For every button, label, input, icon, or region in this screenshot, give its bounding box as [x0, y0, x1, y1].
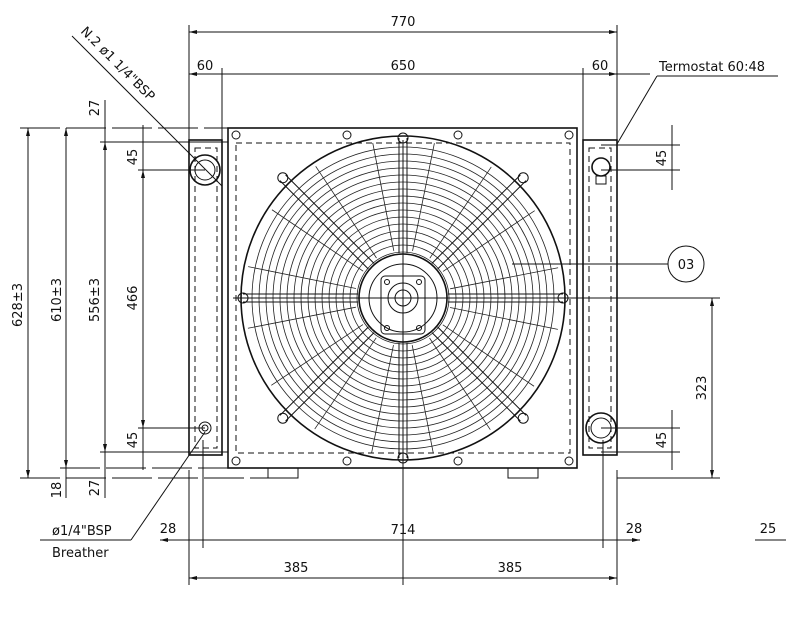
- dim-core-width: 650: [391, 59, 416, 74]
- breather-callout: Breather: [52, 546, 109, 561]
- dim-height-628: 628±3: [11, 283, 26, 327]
- dim-top-27: 27: [88, 100, 103, 117]
- dim-right-bottom-45: 45: [655, 432, 670, 449]
- dim-half-right: 385: [498, 561, 523, 576]
- dim-half-left: 385: [284, 561, 309, 576]
- dim-center-height: 323: [695, 376, 710, 401]
- dim-right-top-45: 45: [655, 150, 670, 167]
- dim-right-28: 28: [626, 522, 643, 537]
- fan-reference-balloon: [667, 245, 705, 283]
- dim-top-45: 45: [126, 149, 141, 166]
- thermostat-callout: Termostat 60:48: [658, 60, 765, 75]
- dimension-lines: [20, 25, 786, 585]
- dim-overall-width: 770: [391, 15, 416, 30]
- dim-bottom-45: 45: [126, 432, 141, 449]
- dim-height-466: 466: [126, 286, 141, 311]
- ports-callout: N.2 ø1 1/4"BSP: [77, 24, 157, 104]
- dim-right-25: 25: [760, 522, 777, 537]
- mounting-bolts: [231, 130, 574, 466]
- dim-height-610: 610±3: [50, 278, 65, 322]
- dim-bottom-27: 27: [88, 480, 103, 497]
- dim-bottom-18: 18: [50, 482, 65, 499]
- dim-left-tank: 60: [197, 59, 214, 74]
- dim-height-556: 556±3: [88, 278, 103, 322]
- dim-right-tank: 60: [592, 59, 609, 74]
- breather-size-callout: ø1/4"BSP: [52, 524, 112, 539]
- leader-lines: [40, 35, 778, 541]
- dim-left-28: 28: [160, 522, 177, 537]
- thermostat: [591, 157, 611, 185]
- dim-foot-span: 714: [391, 523, 416, 538]
- fan-reference-label: 03: [678, 258, 695, 273]
